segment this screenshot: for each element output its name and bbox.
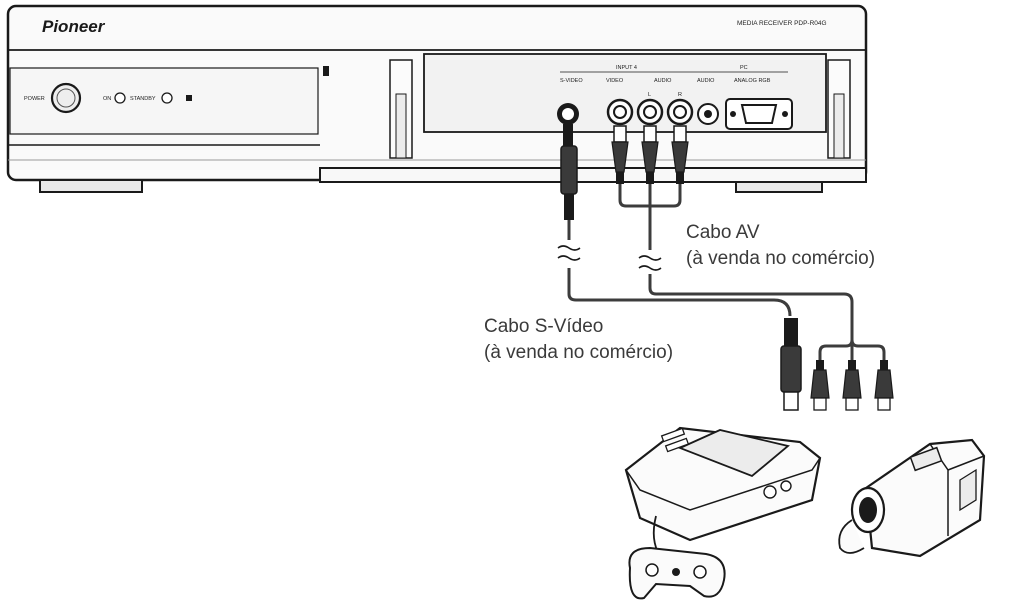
pc-group-label: PC (740, 65, 748, 71)
svideo-cable-caption-note: (à venda no comércio) (484, 342, 673, 363)
game-console-icon (624, 426, 822, 600)
video-label: VIDEO (606, 78, 624, 84)
svideo-cable (557, 124, 802, 411)
svideo-jack[interactable] (557, 103, 579, 125)
svideo-cable-caption: Cabo S-Vídeo (484, 316, 603, 337)
pc-audio-label: AUDIO (697, 78, 715, 84)
on-label: ON (103, 96, 111, 102)
sensor-window (186, 95, 192, 101)
standby-label: STANDBY (130, 96, 156, 102)
video-jack[interactable] (606, 98, 634, 126)
l-label: L (648, 92, 651, 98)
pc-rgb-label: ANALOG RGB (734, 78, 771, 84)
power-button[interactable] (50, 82, 82, 114)
pc-audio-jack[interactable] (697, 103, 719, 125)
camcorder-icon (838, 438, 986, 558)
r-label: R (678, 92, 682, 98)
av-cable (611, 125, 894, 411)
audio-r-jack[interactable] (666, 98, 694, 126)
av-cable-caption: Cabo AV (686, 222, 760, 243)
svideo-label: S-VIDEO (560, 78, 583, 84)
on-indicator (114, 92, 126, 104)
power-label: POWER (24, 96, 45, 102)
av-cable-caption-note: (à venda no comércio) (686, 248, 875, 269)
model-label: MEDIA RECEIVER PDP-R04G (737, 20, 827, 27)
brand-logo: Pioneer (42, 17, 106, 36)
analog-rgb-port[interactable] (725, 98, 793, 130)
standby-indicator (161, 92, 173, 104)
input-group-label: INPUT 4 (616, 65, 637, 71)
audio-label: AUDIO (654, 78, 672, 84)
media-receiver (6, 4, 868, 193)
audio-l-jack[interactable] (636, 98, 664, 126)
